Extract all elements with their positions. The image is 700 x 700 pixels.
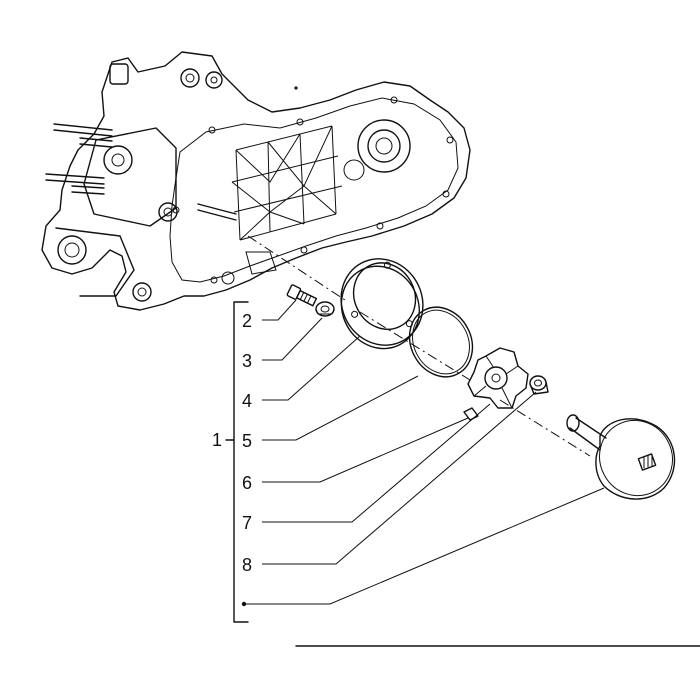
- label-part-2: 2: [242, 311, 252, 331]
- leader-lines: [241, 299, 605, 607]
- label-part-4: 4: [242, 391, 252, 411]
- o-ring-part: [408, 306, 474, 378]
- label-part-5: 5: [242, 431, 252, 451]
- movable-pulley-part: [566, 414, 676, 500]
- clutch-bell-part: [340, 258, 424, 350]
- assembly-bracket: [225, 301, 249, 623]
- label-assembly-1: 1: [212, 430, 222, 450]
- label-part-7: 7: [242, 513, 252, 533]
- centre-axis-line: [247, 235, 591, 457]
- label-part-8: 8: [242, 555, 252, 575]
- screw-part: [286, 284, 318, 307]
- nut-part: [315, 301, 335, 317]
- cam-plate-part: [467, 347, 529, 409]
- bushing-part: [529, 375, 549, 395]
- crankcase: [41, 51, 471, 311]
- label-part-3: 3: [242, 351, 252, 371]
- slider-part: [463, 407, 479, 421]
- label-part-6: 6: [242, 473, 252, 493]
